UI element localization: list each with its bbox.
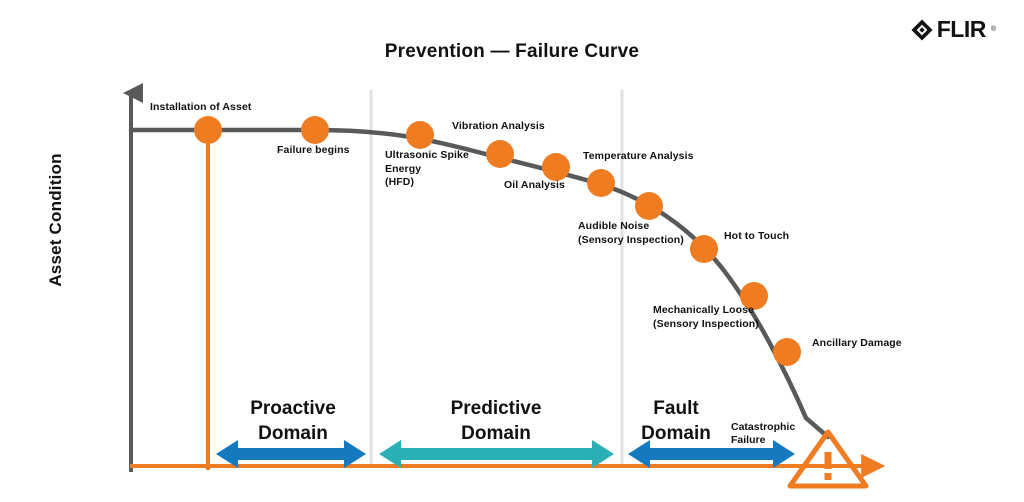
domain-label-predictive: Predictive Domain [450, 398, 542, 444]
data-point[interactable] [301, 116, 329, 144]
flir-trademark-icon: ® [990, 26, 996, 33]
proactive-domain-arrow [216, 440, 366, 468]
warning-triangle-icon[interactable] [787, 429, 869, 489]
failure-curve [128, 127, 831, 440]
point-label-installation-of-asset: Installation of Asset [150, 101, 252, 113]
point-label-ancillary-damage: Ancillary Damage [812, 337, 902, 349]
domain-label-proactive: Proactive Domain [250, 398, 336, 444]
point-label-failure-begins: Failure begins [277, 144, 350, 156]
domain-label-fault: Fault Domain [641, 398, 711, 444]
point-label-oil-analysis: Oil Analysis [504, 179, 565, 191]
flir-logo: FLIR ® [911, 16, 996, 43]
data-point[interactable] [194, 116, 222, 144]
data-point[interactable] [690, 235, 718, 263]
point-label-hot-to-touch: Hot to Touch [724, 230, 790, 242]
data-point[interactable] [486, 140, 514, 168]
flir-wordmark: FLIR [936, 16, 987, 42]
point-label-audible-noise: Audible Noise (Sensory Inspection) [578, 220, 684, 246]
data-point[interactable] [587, 169, 615, 197]
point-label-vibration-analysis: Vibration Analysis [452, 120, 545, 132]
catastrophic-failure-label: Catastrophic Failure [731, 421, 796, 446]
point-label-ultrasonic-spike-energy: Ultrasonic Spike Energy (HFD) [385, 149, 469, 188]
flir-diamond-icon [911, 18, 933, 41]
predictive-domain-arrow [379, 440, 614, 468]
curve-data-points [194, 116, 801, 366]
fault-domain-arrow [628, 440, 795, 468]
data-point[interactable] [542, 153, 570, 181]
point-label-temperature-analysis: Temperature Analysis [583, 150, 694, 162]
data-point[interactable] [406, 121, 434, 149]
data-point[interactable] [773, 338, 801, 366]
data-point[interactable] [740, 282, 768, 310]
page-title: Prevention — Failure Curve [384, 41, 640, 62]
data-point[interactable] [635, 192, 663, 220]
point-label-mechanically-loose: Mechanically Loose (Sensory Inspection) [653, 304, 759, 330]
